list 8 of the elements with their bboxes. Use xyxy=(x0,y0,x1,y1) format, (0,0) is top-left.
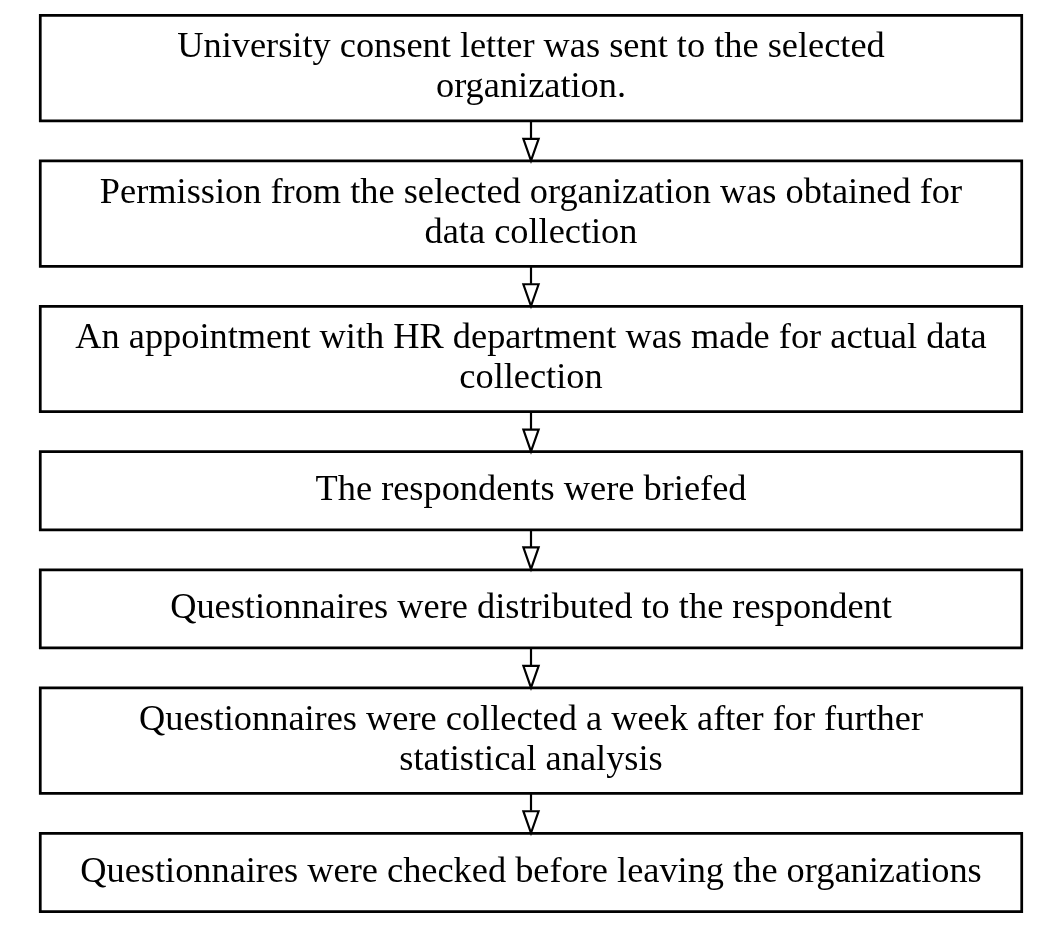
arrow xyxy=(521,648,540,691)
node-box: Permission from the selected organization was obtained for data collection xyxy=(38,159,1023,268)
node-box: Questionnaires were distributed to the respondent xyxy=(38,568,1023,650)
node-box: Questionnaires were checked before leaving the organizations xyxy=(38,832,1023,913)
node-box: University consent letter was sent to the selected organization. xyxy=(38,14,1023,123)
node-box: The respondents were briefed xyxy=(38,450,1023,532)
node-box: An appointment with HR department was made for actual data collection xyxy=(38,304,1023,414)
node-box: Questionnaires were collected a week after for further statistical analysis xyxy=(38,686,1023,795)
